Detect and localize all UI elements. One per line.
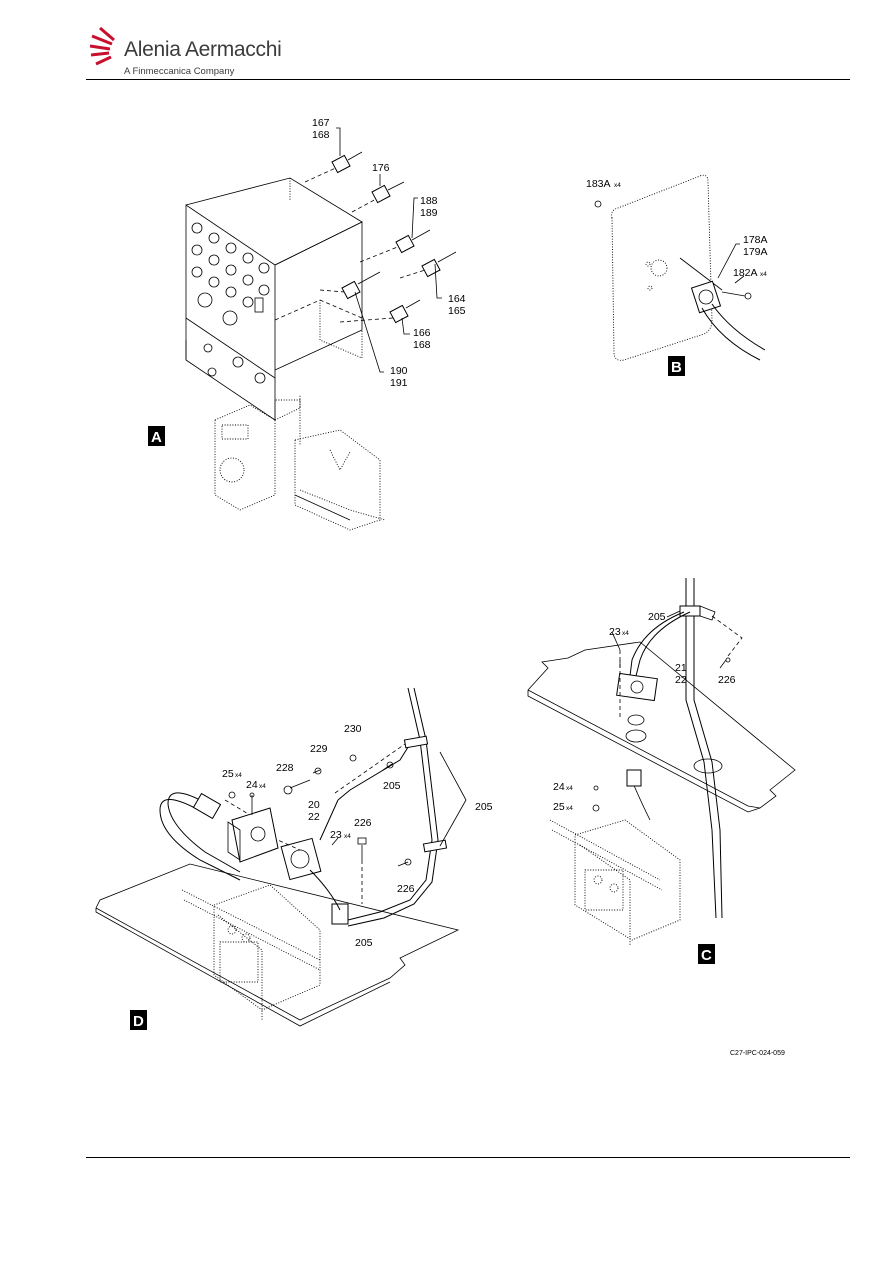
callout-25-qty: x4	[566, 805, 573, 812]
callout-179a: 179A	[743, 246, 768, 258]
callout-24-qty: x4	[259, 783, 266, 790]
callout-188: 188	[420, 195, 438, 207]
callout-25-qty: x4	[235, 772, 242, 779]
callout-176: 176	[372, 162, 390, 174]
view-b-label	[668, 356, 685, 376]
callout-205b: 205	[475, 801, 493, 813]
callout-25: 25	[553, 801, 565, 813]
logo-swoosh-icon	[89, 26, 115, 66]
view-c-letter: C	[701, 947, 712, 964]
view-c-assembly: C	[527, 578, 796, 964]
callout-166: 166	[413, 327, 431, 339]
callout-205: 205	[648, 611, 666, 623]
callout-205a: 205	[383, 780, 401, 792]
brand-tagline: A Finmeccanica Company	[124, 66, 235, 77]
callout-226a: 226	[354, 817, 372, 829]
footer-divider	[86, 1157, 850, 1158]
connector-plugs	[304, 151, 457, 324]
lower-bracket	[214, 399, 386, 531]
callout-228: 228	[276, 762, 294, 774]
brand-name: Alenia Aermacchi	[124, 38, 282, 61]
callout-168: 168	[312, 129, 330, 141]
view-d-letter: D	[133, 1013, 144, 1030]
callout-24: 24	[246, 779, 258, 791]
callout-183a-qty: x4	[614, 182, 621, 189]
view-d-label	[130, 1010, 147, 1030]
callout-191: 191	[390, 377, 408, 389]
callout-182a-qty: x4	[760, 271, 767, 278]
figure-reference: C27-IPC-024-059	[730, 1050, 785, 1057]
callout-25: 25	[222, 768, 234, 780]
callout-168b: 168	[413, 339, 431, 351]
callout-167: 167	[312, 117, 330, 129]
callout-229: 229	[310, 743, 328, 755]
view-a-label	[148, 426, 165, 446]
view-a-callouts: 167 168 176 188 189 164 165 166 168 190 …	[312, 117, 466, 389]
view-c-label	[698, 944, 715, 964]
callout-183a: 183A	[586, 178, 611, 190]
knob-array	[191, 222, 270, 384]
callout-23-qty: x4	[344, 833, 351, 840]
callout-226: 226	[718, 674, 736, 686]
callout-24: 24	[553, 781, 565, 793]
view-a-assembly: A	[148, 127, 457, 531]
callout-23-qty: x4	[622, 630, 629, 637]
view-c-callouts: 205 23 x4 21 22 226 24 x4 25 x4	[553, 611, 736, 813]
callout-24-qty: x4	[566, 785, 573, 792]
callout-178a: 178A	[743, 234, 768, 246]
callout-23: 23	[609, 626, 621, 638]
callout-190: 190	[390, 365, 408, 377]
callout-20: 20	[308, 799, 320, 811]
callout-164: 164	[448, 293, 466, 305]
callout-23: 23	[330, 829, 342, 841]
callout-189: 189	[420, 207, 438, 219]
callout-226b: 226	[397, 883, 415, 895]
view-d-assembly: D	[95, 687, 467, 1030]
callout-230: 230	[344, 723, 362, 735]
view-a-letter: A	[151, 429, 162, 446]
callout-165: 165	[448, 305, 466, 317]
callout-22: 22	[308, 811, 320, 823]
view-b-assembly: B	[594, 174, 766, 376]
view-b-callouts: 183A x4 178A 179A 182A x4	[586, 178, 768, 279]
company-logo	[89, 26, 115, 66]
header-divider	[86, 79, 850, 80]
callout-182a: 182A	[733, 267, 758, 279]
view-d-callouts: 230 229 228 25 x4 24 x4 205 205 20 22 22…	[222, 723, 493, 949]
callout-205c: 205	[355, 937, 373, 949]
callout-22: 22	[675, 674, 687, 686]
view-b-letter: B	[671, 359, 682, 376]
callout-21: 21	[675, 662, 687, 674]
